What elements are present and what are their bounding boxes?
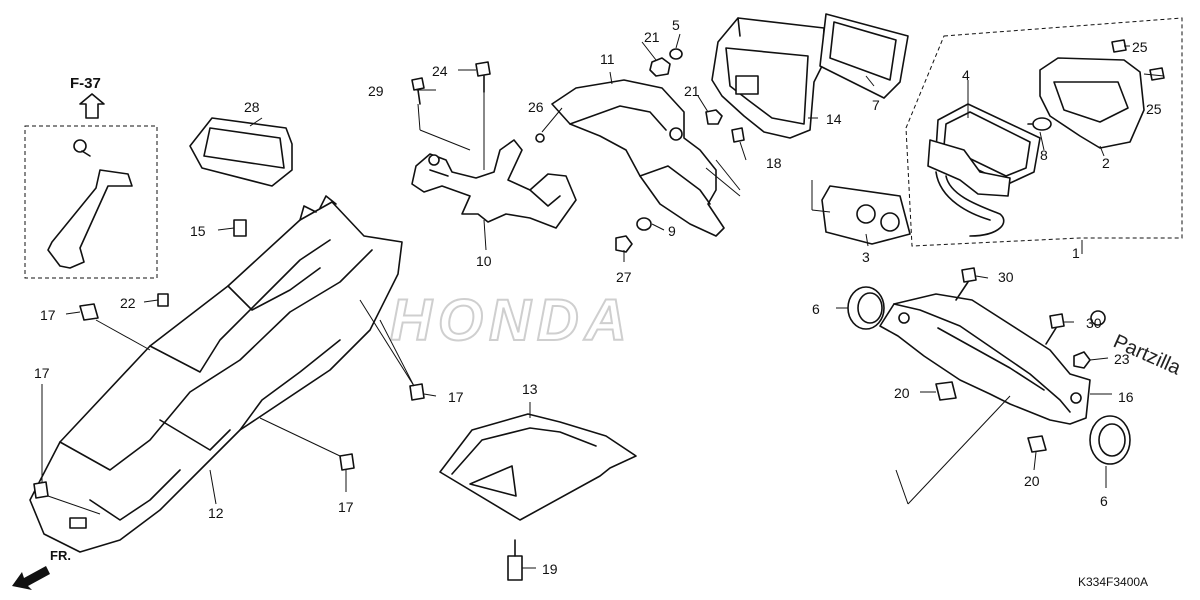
part-3-socket-wiring	[821, 139, 1011, 245]
part-10-bracket	[411, 139, 577, 229]
part-12-rear-fender	[29, 195, 403, 553]
leader-lines	[41, 33, 1165, 569]
assembly-1-dashed-outline	[905, 17, 1183, 247]
callout-17-a[interactable]: 17	[40, 307, 56, 323]
callout-30-a[interactable]: 30	[998, 269, 1014, 285]
callout-19[interactable]: 19	[542, 561, 558, 577]
callout-26[interactable]: 26	[528, 99, 544, 115]
part-8-bulb	[1027, 117, 1052, 131]
callout-16[interactable]: 16	[1118, 389, 1134, 405]
part-11-license-bracket	[551, 79, 725, 237]
callout-27[interactable]: 27	[616, 269, 632, 285]
callout-24[interactable]: 24	[432, 63, 448, 79]
front-arrow-label: FR.	[50, 548, 71, 563]
part-6-reflector-right	[1089, 415, 1131, 465]
callout-6-left[interactable]: 6	[812, 301, 820, 317]
callout-4[interactable]: 4	[962, 67, 970, 83]
reference-f37-group: F-37	[24, 75, 158, 279]
callout-14[interactable]: 14	[826, 111, 842, 127]
callout-5[interactable]: 5	[672, 17, 680, 33]
callout-17-c[interactable]: 17	[338, 499, 354, 515]
reference-up-arrow-icon	[79, 93, 105, 119]
callout-30-b[interactable]: 30	[1086, 315, 1102, 331]
part-2-tail-lens	[1039, 57, 1145, 149]
diagram-code: K334F3400A	[1078, 575, 1148, 589]
callout-20-a[interactable]: 20	[894, 385, 910, 401]
callout-23[interactable]: 23	[1114, 351, 1130, 367]
callout-22[interactable]: 22	[120, 295, 136, 311]
callout-8[interactable]: 8	[1040, 147, 1048, 163]
reference-dashed-box	[24, 125, 158, 279]
callout-labels: 1 2 3 4 5 6 6 7 8 9 10 11 12 13 14 15 16…	[34, 17, 1162, 577]
callout-21-b[interactable]: 21	[684, 83, 700, 99]
callout-2[interactable]: 2	[1102, 155, 1110, 171]
callout-17-d[interactable]: 17	[448, 389, 464, 405]
part-7-lens	[819, 13, 909, 99]
bracket-reference-part	[47, 139, 133, 269]
callout-25-b[interactable]: 25	[1146, 101, 1162, 117]
fasteners	[33, 39, 1165, 581]
front-direction-indicator: FR.	[12, 548, 71, 590]
part-28-rubber-band	[189, 117, 293, 187]
callout-20-b[interactable]: 20	[1024, 473, 1040, 489]
callout-6-right[interactable]: 6	[1100, 493, 1108, 509]
front-arrow-icon	[12, 566, 50, 590]
part-16-reflector-bracket	[879, 293, 1091, 425]
callout-29[interactable]: 29	[368, 83, 384, 99]
callout-7[interactable]: 7	[872, 97, 880, 113]
reference-label-f37[interactable]: F-37	[70, 75, 101, 92]
callout-10[interactable]: 10	[476, 253, 492, 269]
callout-9[interactable]: 9	[668, 223, 676, 239]
callout-21-a[interactable]: 21	[644, 29, 660, 45]
callout-1[interactable]: 1	[1072, 245, 1080, 261]
background-honda-logo: HONDA	[390, 288, 633, 353]
callout-17-b[interactable]: 17	[34, 365, 50, 381]
callout-11[interactable]: 11	[600, 51, 615, 67]
callout-13[interactable]: 13	[522, 381, 538, 397]
part-14-license-light-housing	[711, 17, 825, 139]
part-6-reflector-left	[847, 286, 885, 330]
callout-3[interactable]: 3	[862, 249, 870, 265]
part-13-cover	[439, 413, 637, 521]
callout-12[interactable]: 12	[208, 505, 224, 521]
callout-15[interactable]: 15	[190, 223, 206, 239]
callout-18[interactable]: 18	[766, 155, 782, 171]
callout-25-a[interactable]: 25	[1132, 39, 1148, 55]
callout-28[interactable]: 28	[244, 99, 260, 115]
